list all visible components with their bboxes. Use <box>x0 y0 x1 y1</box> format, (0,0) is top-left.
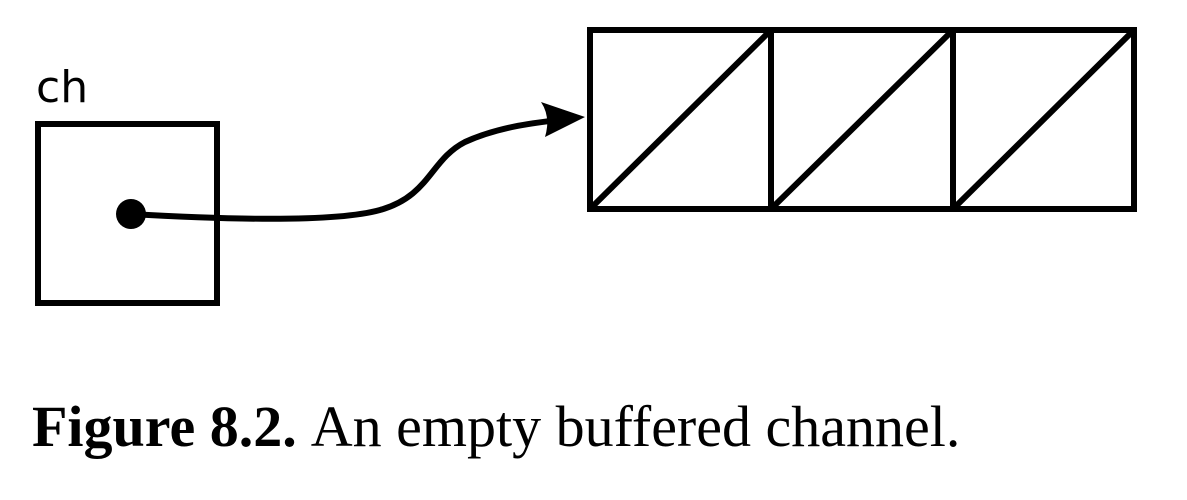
channel-diagram: ch <box>35 27 1137 306</box>
pointer-arrow <box>128 116 571 222</box>
empty-slot-3 <box>950 27 1137 212</box>
empty-slot-1 <box>587 27 774 212</box>
arrowhead <box>541 102 585 137</box>
buffer-box <box>587 27 1137 212</box>
empty-slot-2 <box>768 27 956 212</box>
figure-number: Figure 8.2. <box>32 394 297 459</box>
figure-caption: Figure 8.2.An empty buffered channel. <box>32 398 960 456</box>
variable-box <box>35 121 220 306</box>
caption-text: An empty buffered channel. <box>310 394 961 459</box>
variable-label: ch <box>36 62 88 113</box>
